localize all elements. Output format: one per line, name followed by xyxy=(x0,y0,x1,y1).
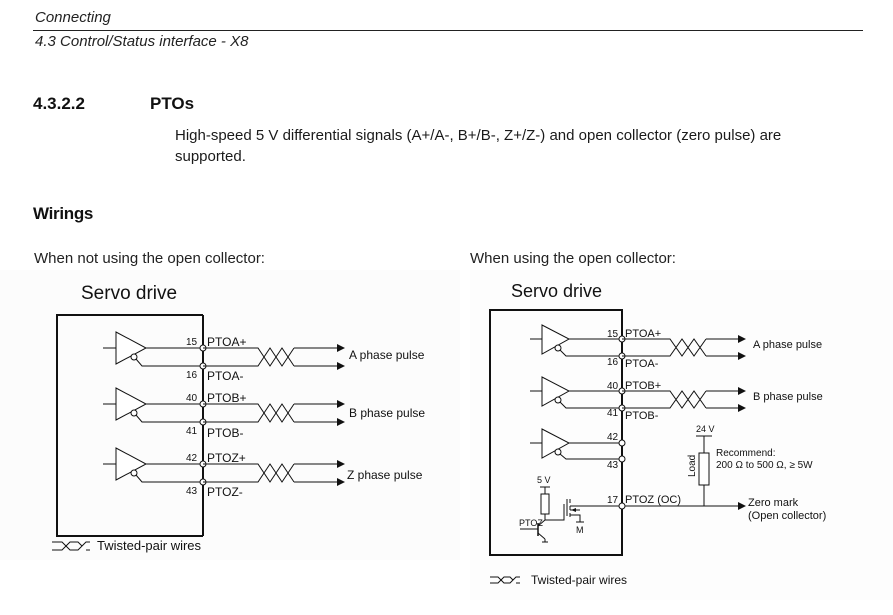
load-resistor: 24 V Load Recommend: 200 Ω to 500 Ω, ≥ 5… xyxy=(687,424,813,506)
signal-label: Z phase pulse xyxy=(347,468,423,482)
recommend-value: 200 Ω to 500 Ω, ≥ 5W xyxy=(716,460,813,471)
pin-number: 42 xyxy=(186,453,198,464)
pin-number: 40 xyxy=(186,393,198,404)
arrow-icon xyxy=(337,344,345,352)
pin-name: PTOA+ xyxy=(207,335,246,349)
pin-number: 17 xyxy=(607,495,619,506)
pin-name: PTOB+ xyxy=(207,391,246,405)
section-paragraph-line2: supported. xyxy=(175,148,246,165)
section-title: PTOs xyxy=(150,94,195,113)
twisted-pair-icon xyxy=(203,347,337,367)
twisted-pair-legend: Twisted-pair wires xyxy=(490,573,627,587)
twisted-pair-legend-icon xyxy=(52,541,90,551)
arrow-icon xyxy=(337,478,345,486)
pin-number: 15 xyxy=(607,329,619,340)
pin-number: 41 xyxy=(186,426,198,437)
pin-number: 40 xyxy=(607,381,619,392)
servo-drive-title: Servo drive xyxy=(511,281,602,301)
pin-name: PTOB- xyxy=(625,410,659,422)
pin-name: PTOB+ xyxy=(625,380,661,392)
resistor-icon xyxy=(540,493,550,515)
recommend-label: Recommend: xyxy=(716,448,775,459)
zero-mark-sublabel: (Open collector) xyxy=(748,510,826,522)
chapter-header: Connecting xyxy=(35,9,111,26)
arrow-icon xyxy=(337,460,345,468)
channel-z-unused: 42 43 xyxy=(530,428,626,471)
twisted-pair-icon xyxy=(622,338,740,357)
servo-drive-title: Servo drive xyxy=(81,283,177,304)
pin-name: PTOZ (OC) xyxy=(625,494,681,506)
twisted-pair-icon xyxy=(622,390,740,409)
signal-label: A phase pulse xyxy=(349,348,425,362)
transistor-label: PTOZ xyxy=(519,518,543,528)
output-transistor-circuit: 5 V PTOZ M xyxy=(519,475,584,543)
section-number: 4.3.2.2 xyxy=(33,94,85,113)
pin-number: 15 xyxy=(186,337,198,348)
wiring-diagram-no-oc: Servo drive 15 PTOA+ 16 PTOA- A phase pu… xyxy=(0,270,460,560)
twisted-pair-legend: Twisted-pair wires xyxy=(52,538,202,553)
twisted-pair-icon xyxy=(203,403,337,423)
pin-terminal xyxy=(618,455,626,463)
pin-number: 16 xyxy=(186,370,198,381)
signal-label: B phase pulse xyxy=(753,391,823,403)
twisted-pair-icon xyxy=(203,463,337,483)
channel-a: 15 PTOA+ 16 PTOA- A phase pulse xyxy=(530,324,822,370)
channel-b: 40 PTOB+ 41 PTOB- B phase pulse xyxy=(530,376,823,422)
drive-box xyxy=(56,314,203,537)
pin-number: 43 xyxy=(607,460,619,471)
arrow-icon xyxy=(337,418,345,426)
resistor-icon xyxy=(698,452,710,486)
section-paragraph-line1: High-speed 5 V differential signals (A+/… xyxy=(175,127,782,144)
pin-number: 41 xyxy=(607,408,619,419)
legend-label: Twisted-pair wires xyxy=(97,538,202,553)
channel-b: 40 PTOB+ 41 PTOB- B phase pulse xyxy=(103,387,425,440)
legend-label: Twisted-pair wires xyxy=(531,573,627,587)
pin-number: 42 xyxy=(607,432,619,443)
arrow-icon xyxy=(738,404,746,412)
open-collector-output: 17 PTOZ (OC) Zero mark (Open collector) … xyxy=(519,424,826,543)
ground-label: M xyxy=(576,525,584,535)
signal-label: B phase pulse xyxy=(349,406,425,420)
wiring-diagram-with-oc: Servo drive 15 PTOA+ 16 PTOA- A phase pu… xyxy=(470,270,893,600)
arrow-icon xyxy=(738,387,746,395)
pin-number: 16 xyxy=(607,357,619,368)
supply-5v-label: 5 V xyxy=(537,475,551,485)
signal-label: A phase pulse xyxy=(753,339,822,351)
pin-number: 43 xyxy=(186,486,198,497)
right-caption: When using the open collector: xyxy=(470,250,676,267)
channel-a: 15 PTOA+ 16 PTOA- A phase pulse xyxy=(103,331,425,383)
section-header: 4.3 Control/Status interface - X8 xyxy=(35,33,249,50)
header-rule xyxy=(33,30,863,31)
arrow-icon xyxy=(337,362,345,370)
pin-name: PTOZ- xyxy=(207,485,243,499)
arrow-icon xyxy=(738,352,746,360)
load-label: Load xyxy=(687,455,698,477)
drive-box xyxy=(489,309,623,556)
pin-terminal xyxy=(618,439,626,447)
pin-name: PTOA+ xyxy=(625,328,661,340)
wirings-heading: Wirings xyxy=(33,204,94,223)
twisted-pair-legend-icon xyxy=(490,576,520,584)
pin-name: PTOA- xyxy=(625,358,659,370)
supply-24v-label: 24 V xyxy=(696,424,715,434)
channel-z: 42 PTOZ+ 43 PTOZ- Z phase pulse xyxy=(103,447,423,499)
arrow-icon xyxy=(337,400,345,408)
zero-mark-label: Zero mark xyxy=(748,497,799,509)
pin-name: PTOB- xyxy=(207,426,243,440)
arrow-icon xyxy=(738,335,746,343)
arrow-icon xyxy=(738,502,746,510)
pin-name: PTOA- xyxy=(207,369,243,383)
pin-name: PTOZ+ xyxy=(207,451,246,465)
left-caption: When not using the open collector: xyxy=(34,250,265,267)
